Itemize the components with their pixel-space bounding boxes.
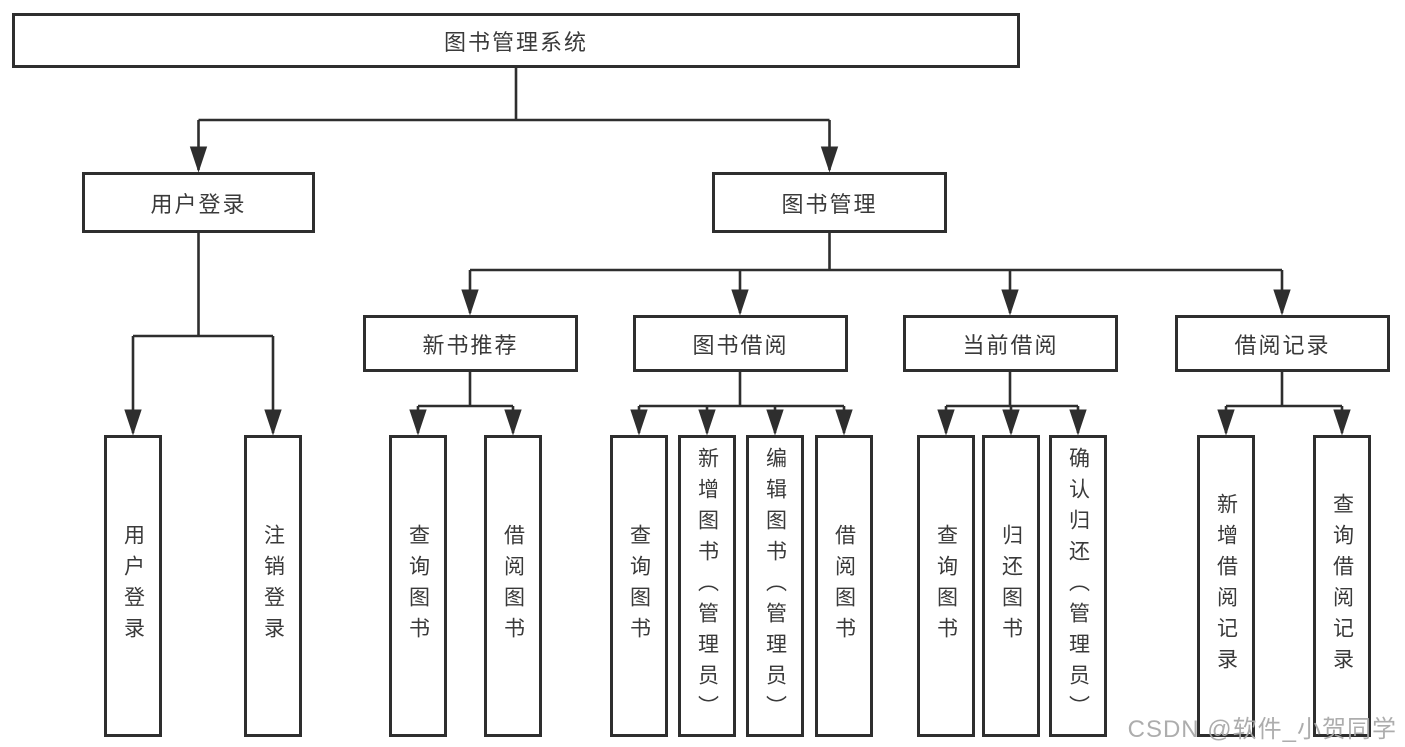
leaf-confirm-return-admin-label: 确认归还（管理员）	[1066, 446, 1090, 726]
node-root-label: 图书管理系统	[443, 29, 588, 55]
node-new-book-recommend-label: 新书推荐	[422, 332, 519, 358]
leaf-borrow-books-label: 借阅图书	[832, 524, 856, 648]
leaf-query-books-current-label: 查询图书	[934, 524, 958, 648]
leaf-user-login: 用户登录	[104, 435, 162, 737]
leaf-query-borrow-record: 查询借阅记录	[1313, 435, 1371, 737]
leaf-edit-book-admin: 编辑图书（管理员）	[746, 435, 804, 737]
node-current-borrow: 当前借阅	[903, 315, 1118, 372]
leaf-query-borrow-record-label: 查询借阅记录	[1330, 493, 1354, 679]
node-user-login-label: 用户登录	[150, 191, 247, 217]
leaf-add-borrow-record-label: 新增借阅记录	[1214, 493, 1238, 679]
node-book-borrow: 图书借阅	[633, 315, 848, 372]
leaf-add-book-admin-label: 新增图书（管理员）	[695, 446, 719, 726]
node-new-book-recommend: 新书推荐	[363, 315, 578, 372]
leaf-return-book-label: 归还图书	[999, 524, 1023, 648]
leaf-query-books-recommend: 查询图书	[389, 435, 447, 737]
csdn-watermark: CSDN @软件_小贺同学	[1127, 716, 1397, 743]
node-borrow-records: 借阅记录	[1175, 315, 1390, 372]
leaf-add-borrow-record: 新增借阅记录	[1197, 435, 1255, 737]
leaf-borrow-books: 借阅图书	[815, 435, 873, 737]
leaf-borrow-books-recommend: 借阅图书	[484, 435, 542, 737]
node-borrow-records-label: 借阅记录	[1234, 332, 1331, 358]
node-book-borrow-label: 图书借阅	[692, 332, 789, 358]
leaf-borrow-books-recommend-label: 借阅图书	[501, 524, 525, 648]
leaf-confirm-return-admin: 确认归还（管理员）	[1049, 435, 1107, 737]
leaf-return-book: 归还图书	[982, 435, 1040, 737]
leaf-edit-book-admin-label: 编辑图书（管理员）	[763, 446, 787, 726]
node-book-management: 图书管理	[712, 172, 947, 233]
leaf-query-books-current: 查询图书	[917, 435, 975, 737]
leaf-query-books-recommend-label: 查询图书	[406, 524, 430, 648]
leaf-logout: 注销登录	[244, 435, 302, 737]
leaf-query-books-borrow: 查询图书	[610, 435, 668, 737]
leaf-logout-label: 注销登录	[261, 524, 285, 648]
leaf-add-book-admin: 新增图书（管理员）	[678, 435, 736, 737]
node-user-login: 用户登录	[82, 172, 315, 233]
node-root: 图书管理系统	[12, 13, 1020, 68]
leaf-query-books-borrow-label: 查询图书	[627, 524, 651, 648]
node-book-management-label: 图书管理	[781, 191, 878, 217]
leaf-user-login-label: 用户登录	[121, 524, 145, 648]
node-current-borrow-label: 当前借阅	[962, 332, 1059, 358]
